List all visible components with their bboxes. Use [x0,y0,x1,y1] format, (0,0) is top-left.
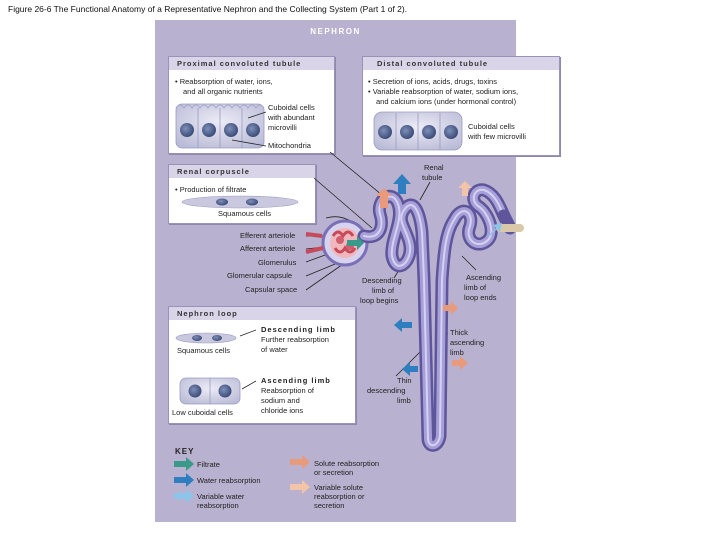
asc-ends-label-3: loop ends [464,293,497,302]
thick-asc-label-3: limb [450,348,464,357]
thin-desc-label-2: descending [367,386,406,395]
nephron-tubule [357,183,524,452]
renal-corpuscle-box: Renal corpuscle [168,164,316,224]
pct-leader [329,151,389,201]
dct-cell-label-2: with few microvilli [468,132,526,141]
key-water-arrow [174,473,194,487]
pct-title: Proximal convoluted tubule [169,57,334,70]
key-variable-solute-arrow [290,480,310,494]
asc-limb-text-2: sodium and [261,396,300,405]
pct-bullet-2: and all organic nutrients [183,87,263,96]
key-filtrate-label: Filtrate [197,460,220,469]
key-solute-label-1: Solute reabsorption [314,459,380,468]
renal-tubule-leader [419,181,431,201]
desc-limb-text-2: of water [261,345,288,354]
thin-desc-label-3: limb [397,396,411,405]
variable-solute-arrow-dct [458,181,472,196]
squamous-cells-loop [175,332,237,344]
corpuscle-bullet: • Production of filtrate [175,185,247,194]
glomerular-capsule-label: Glomerular capsule [227,271,293,280]
thick-asc-label-2: ascending [450,338,485,347]
renal-corpuscle [305,219,369,267]
dct-cuboidal-cells [373,111,463,151]
asc-ends-label-2: limb of [464,283,487,292]
thin-desc-label-1: Thin [397,376,412,385]
key-solute-label-2: or secretion [314,468,354,477]
desc-begins-label-3: loop begins [360,296,399,305]
pct-bullet-1: • Reabsorption of water, ions, [175,77,273,86]
capsular-space-label: Capsular space [245,285,298,294]
thick-asc-label-1: Thick [450,328,468,337]
pct-cuboidal-cells [175,103,265,149]
desc-begins-label-1: Descending [362,276,402,285]
pct-cell-label-2: with abundant [268,113,315,122]
corpuscle-cell-label: Squamous cells [218,209,271,218]
solute-arrow-ascending [443,301,458,315]
nephron-loop-box: Nephron loop [168,306,356,424]
key-variable-water-arrow [174,489,194,503]
desc-cells-label: Squamous cells [177,346,230,355]
nephron-loop-title: Nephron loop [169,307,355,320]
key-solute-arrow [290,455,310,469]
asc-limb-title: Ascending limb [261,376,331,385]
desc-begins-label-2: limb of [372,286,395,295]
renal-tubule-label-2: tubule [422,173,443,182]
renal-tubule-label-1: Renal [424,163,444,172]
dct-bullet-1: • Secretion of ions, acids, drugs, toxin… [368,77,497,86]
dct-title: Distal convoluted tubule [363,57,559,70]
key-variable-solute-label-2: reabsorption or [314,492,365,501]
corpuscle-squamous-cells [181,195,299,209]
dct-bullet-2: • Variable reabsorption of water, sodium… [368,87,519,96]
water-arrow-thin-descending [402,362,418,376]
dct-bullet-3: and calcium ions (under hormonal control… [376,97,517,106]
renal-corpuscle-title: Renal corpuscle [169,165,315,178]
key-variable-solute-label-3: secretion [314,501,345,510]
desc-limb-text-1: Further reabsorption [261,335,329,344]
pct-cell-label-3: microvilli [268,123,297,132]
water-arrow-top [393,174,411,194]
water-arrow-descending [394,318,412,332]
efferent-arteriole-label: Efferent arteriole [240,231,296,240]
key-variable-solute-label-1: Variable solute [314,483,364,492]
pct-cell-label-1: Cuboidal cells [268,103,315,112]
key-filtrate-arrow [174,457,194,471]
low-cuboidal-cells [179,377,241,405]
desc-limb-title: Descending limb [261,325,337,334]
key-water-label: Water reabsorption [197,476,261,485]
asc-cells-label: Low cuboidal cells [172,408,233,417]
afferent-arteriole-label: Afferent arteriole [240,244,296,253]
key-variable-water-label-2: reabsorption [197,501,239,510]
asc-limb-text-3: chloride ions [261,406,304,415]
key-variable-water-label-1: Variable water [197,492,245,501]
variable-water-arrow-dct [488,223,502,237]
filtrate-arrow-glomerulus [347,236,364,250]
solute-arrow-thick-ascending [452,356,468,370]
corpuscle-leader [313,177,373,229]
mitochondria-label: Mitochondria [268,141,311,150]
key-title: KEY [175,447,195,456]
asc-ends-label-1: Ascending [466,273,502,282]
panel-title: NEPHRON [310,27,361,36]
figure-caption: Figure 26-6 The Functional Anatomy of a … [8,4,408,14]
dct-cell-label-1: Cuboidal cells [468,122,515,131]
asc-limb-text-1: Reabsorption of [261,386,314,395]
glomerulus-label: Glomerulus [258,258,297,267]
solute-arrow-pct [376,188,392,208]
